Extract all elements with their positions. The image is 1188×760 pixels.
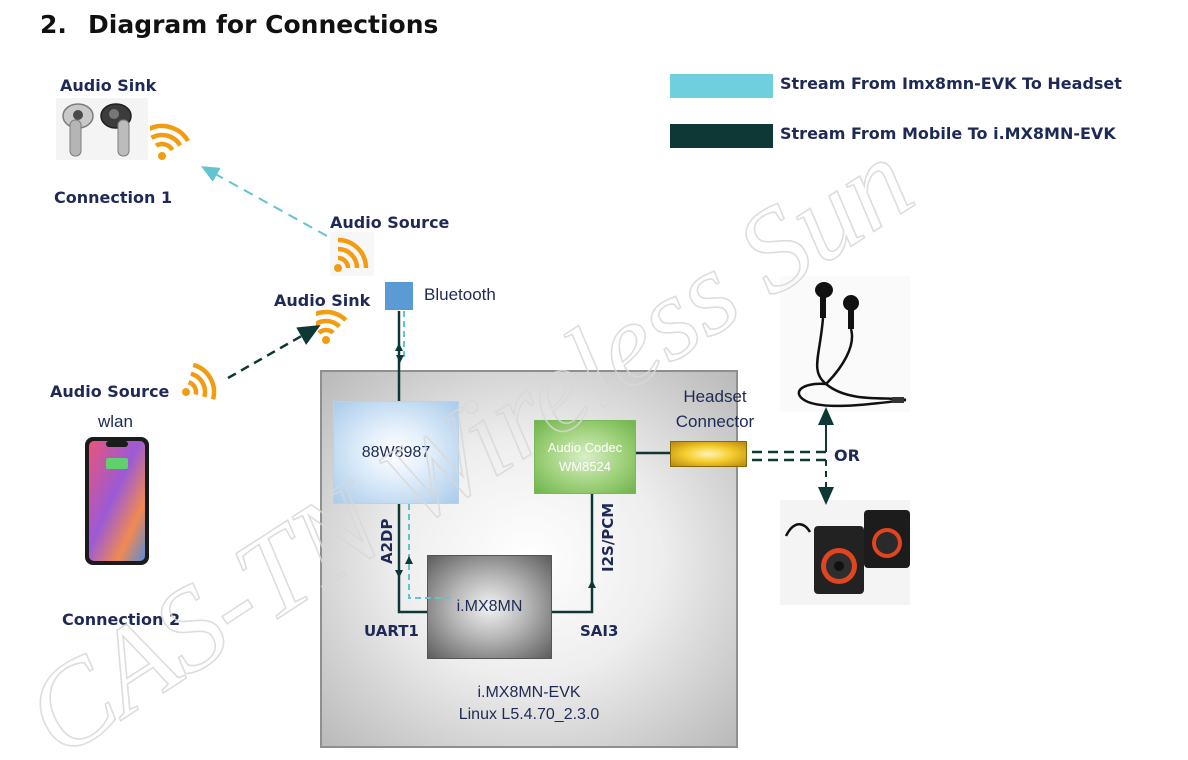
legend-swatch-headset-stream (670, 74, 773, 98)
connection1-stream-arrow (201, 166, 328, 237)
bluetooth-module (385, 282, 413, 310)
board-name-line2: Linux L5.4.70_2.3.0 (458, 706, 600, 723)
connection1-label: Connection 1 (54, 188, 173, 207)
headset-label-line2: Connector (675, 412, 755, 431)
connection2-stream-arrow (227, 325, 321, 380)
wifi-chip-label: 88W8987 (361, 443, 431, 461)
audio-codec-chip: Audio Codec WM8524 (534, 420, 636, 494)
connection1-source-label: Audio Source (330, 213, 450, 232)
sai3-label: SAI3 (580, 622, 619, 640)
speakers-icon (780, 500, 910, 605)
wifi-signal-icon (176, 358, 224, 414)
uart1-line (397, 504, 427, 614)
connection2-sink-label: Audio Sink (274, 291, 371, 310)
connection2-label: Connection 2 (62, 610, 181, 629)
uart1-label: UART1 (364, 622, 419, 640)
page-heading: 2. Diagram for Connections (40, 10, 438, 39)
wifi-chip: 88W8987 (333, 401, 459, 504)
earphones-icon (780, 276, 910, 412)
connection2-source-label: Audio Source (50, 382, 170, 401)
board-name: i.MX8MN-EVK Linux L5.4.70_2.3.0 (320, 682, 738, 726)
codec-label-line1: Audio Codec (547, 440, 623, 455)
sai3-line (552, 494, 594, 614)
earbuds-icon (56, 98, 148, 160)
headset-connector-label: Headset Connector (672, 384, 758, 434)
wlan-label: wlan (98, 412, 133, 431)
smartphone-icon (84, 436, 150, 566)
bluetooth-label: Bluetooth (424, 285, 496, 304)
a2dp-light-line (408, 504, 450, 599)
headset-label-line1: Headset (683, 387, 747, 406)
soc-chip: i.MX8MN (427, 555, 552, 659)
wifi-signal-icon (330, 232, 374, 276)
legend-swatch-mobile-stream (670, 124, 773, 148)
heading-title: Diagram for Connections (88, 10, 439, 39)
soc-label: i.MX8MN (456, 598, 523, 615)
board-name-line1: i.MX8MN-EVK (477, 684, 581, 701)
legend-label-mobile-stream: Stream From Mobile To i.MX8MN-EVK (780, 124, 1116, 143)
heading-number: 2. (40, 10, 67, 39)
codec-label-line2: WM8524 (558, 459, 612, 474)
headset-jack (670, 441, 747, 467)
connection1-sink-label: Audio Sink (60, 76, 157, 95)
wifi-signal-icon (145, 118, 194, 168)
or-label: OR (834, 446, 860, 465)
legend-label-headset-stream: Stream From Imx8mn-EVK To Headset (780, 74, 1122, 93)
